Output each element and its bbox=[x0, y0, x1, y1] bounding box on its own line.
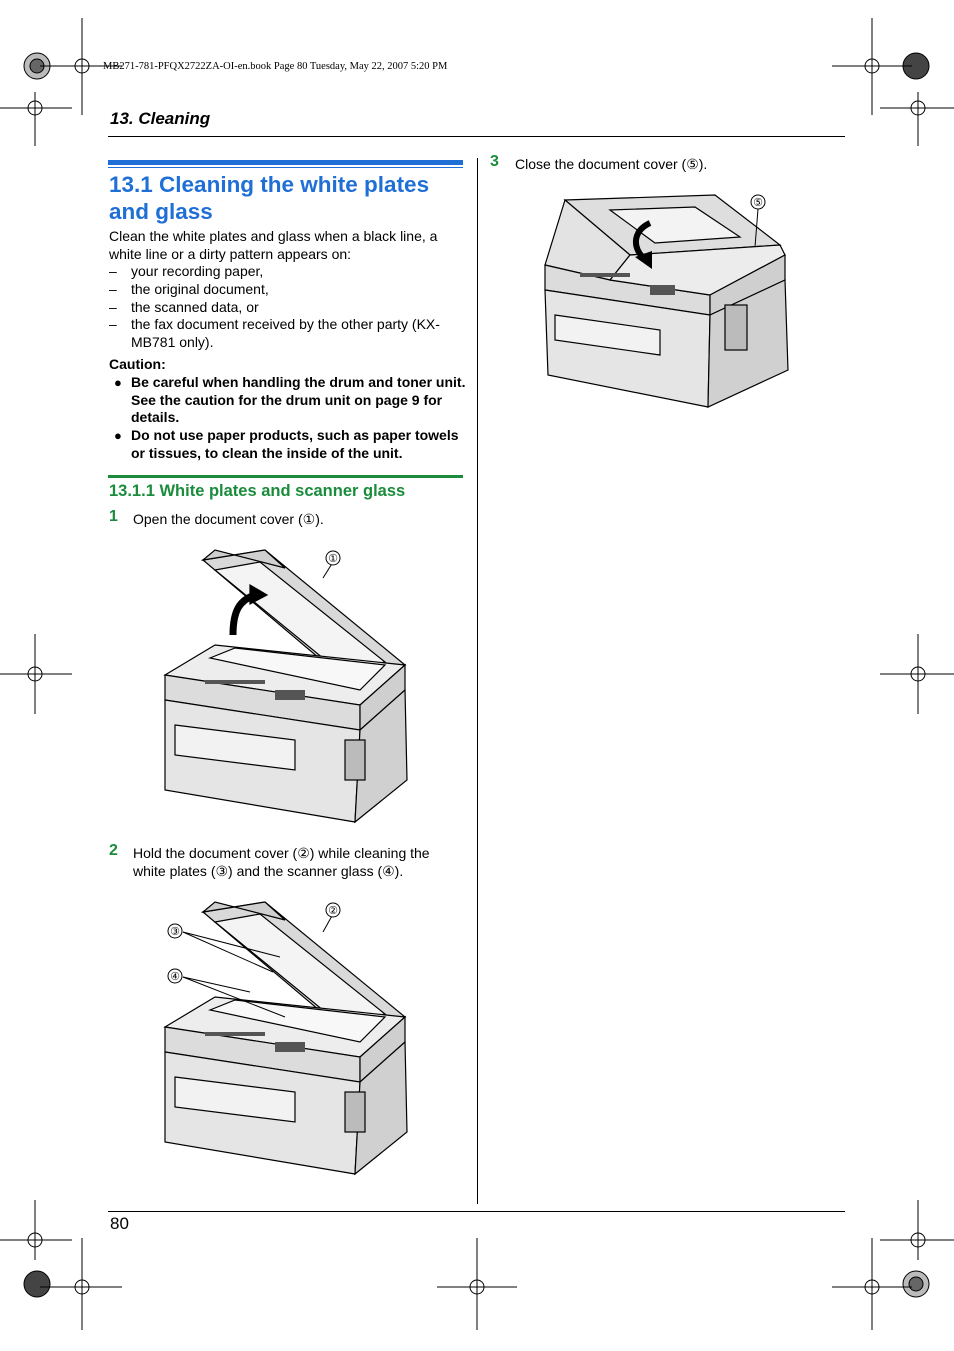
bullet: ● bbox=[114, 428, 122, 443]
printer-cleaning-illustration: ② ③ ④ bbox=[163, 901, 408, 1176]
bullet: ● bbox=[114, 375, 122, 390]
book-slug: MB271-781-PFQX2722ZA-OI-en.book Page 80 … bbox=[103, 61, 448, 72]
caution-item: Be careful when handling the drum and to… bbox=[131, 374, 466, 426]
callout-3: ③ bbox=[170, 926, 180, 938]
section-title: 13.1 Cleaning the white plates and glass bbox=[109, 172, 430, 224]
caution-item: Do not use paper products, such as paper… bbox=[131, 427, 459, 461]
footer-rule bbox=[108, 1211, 845, 1212]
callout-5: ⑤ bbox=[753, 197, 763, 209]
list-dash: – bbox=[109, 299, 117, 315]
step-text: Close the document cover (⑤). bbox=[515, 156, 708, 172]
section-bar-thin bbox=[108, 167, 463, 168]
callout-4: ④ bbox=[170, 971, 180, 983]
printer-open-cover-illustration: ① bbox=[163, 549, 408, 824]
step-text: Open the document cover (①). bbox=[133, 511, 324, 527]
subsection-bar bbox=[108, 475, 463, 478]
intro-paragraph: Clean the white plates and glass when a … bbox=[109, 228, 438, 262]
list-dash: – bbox=[109, 263, 117, 279]
step-number: 1 bbox=[109, 508, 118, 525]
section-bar bbox=[108, 160, 463, 165]
list-item: the original document, bbox=[131, 281, 269, 297]
step-number: 3 bbox=[490, 153, 499, 170]
subsection-title: 13.1.1 White plates and scanner glass bbox=[109, 482, 406, 500]
step-number: 2 bbox=[109, 842, 118, 859]
callout-2: ② bbox=[328, 905, 338, 917]
step-text: Hold the document cover (②) while cleani… bbox=[133, 845, 430, 879]
page-number: 80 bbox=[110, 1214, 129, 1233]
list-item: the fax document received by the other p… bbox=[131, 316, 440, 350]
printer-closed-cover-illustration: ⑤ bbox=[544, 194, 789, 408]
list-dash: – bbox=[109, 316, 117, 332]
list-item: the scanned data, or bbox=[131, 299, 259, 315]
list-item: your recording paper, bbox=[131, 263, 264, 279]
column-divider bbox=[477, 158, 478, 1204]
chapter-header: 13. Cleaning bbox=[110, 109, 211, 128]
caution-label: Caution: bbox=[109, 356, 166, 372]
list-dash: – bbox=[109, 281, 117, 297]
callout-1: ① bbox=[328, 553, 338, 565]
header-rule bbox=[108, 136, 845, 137]
